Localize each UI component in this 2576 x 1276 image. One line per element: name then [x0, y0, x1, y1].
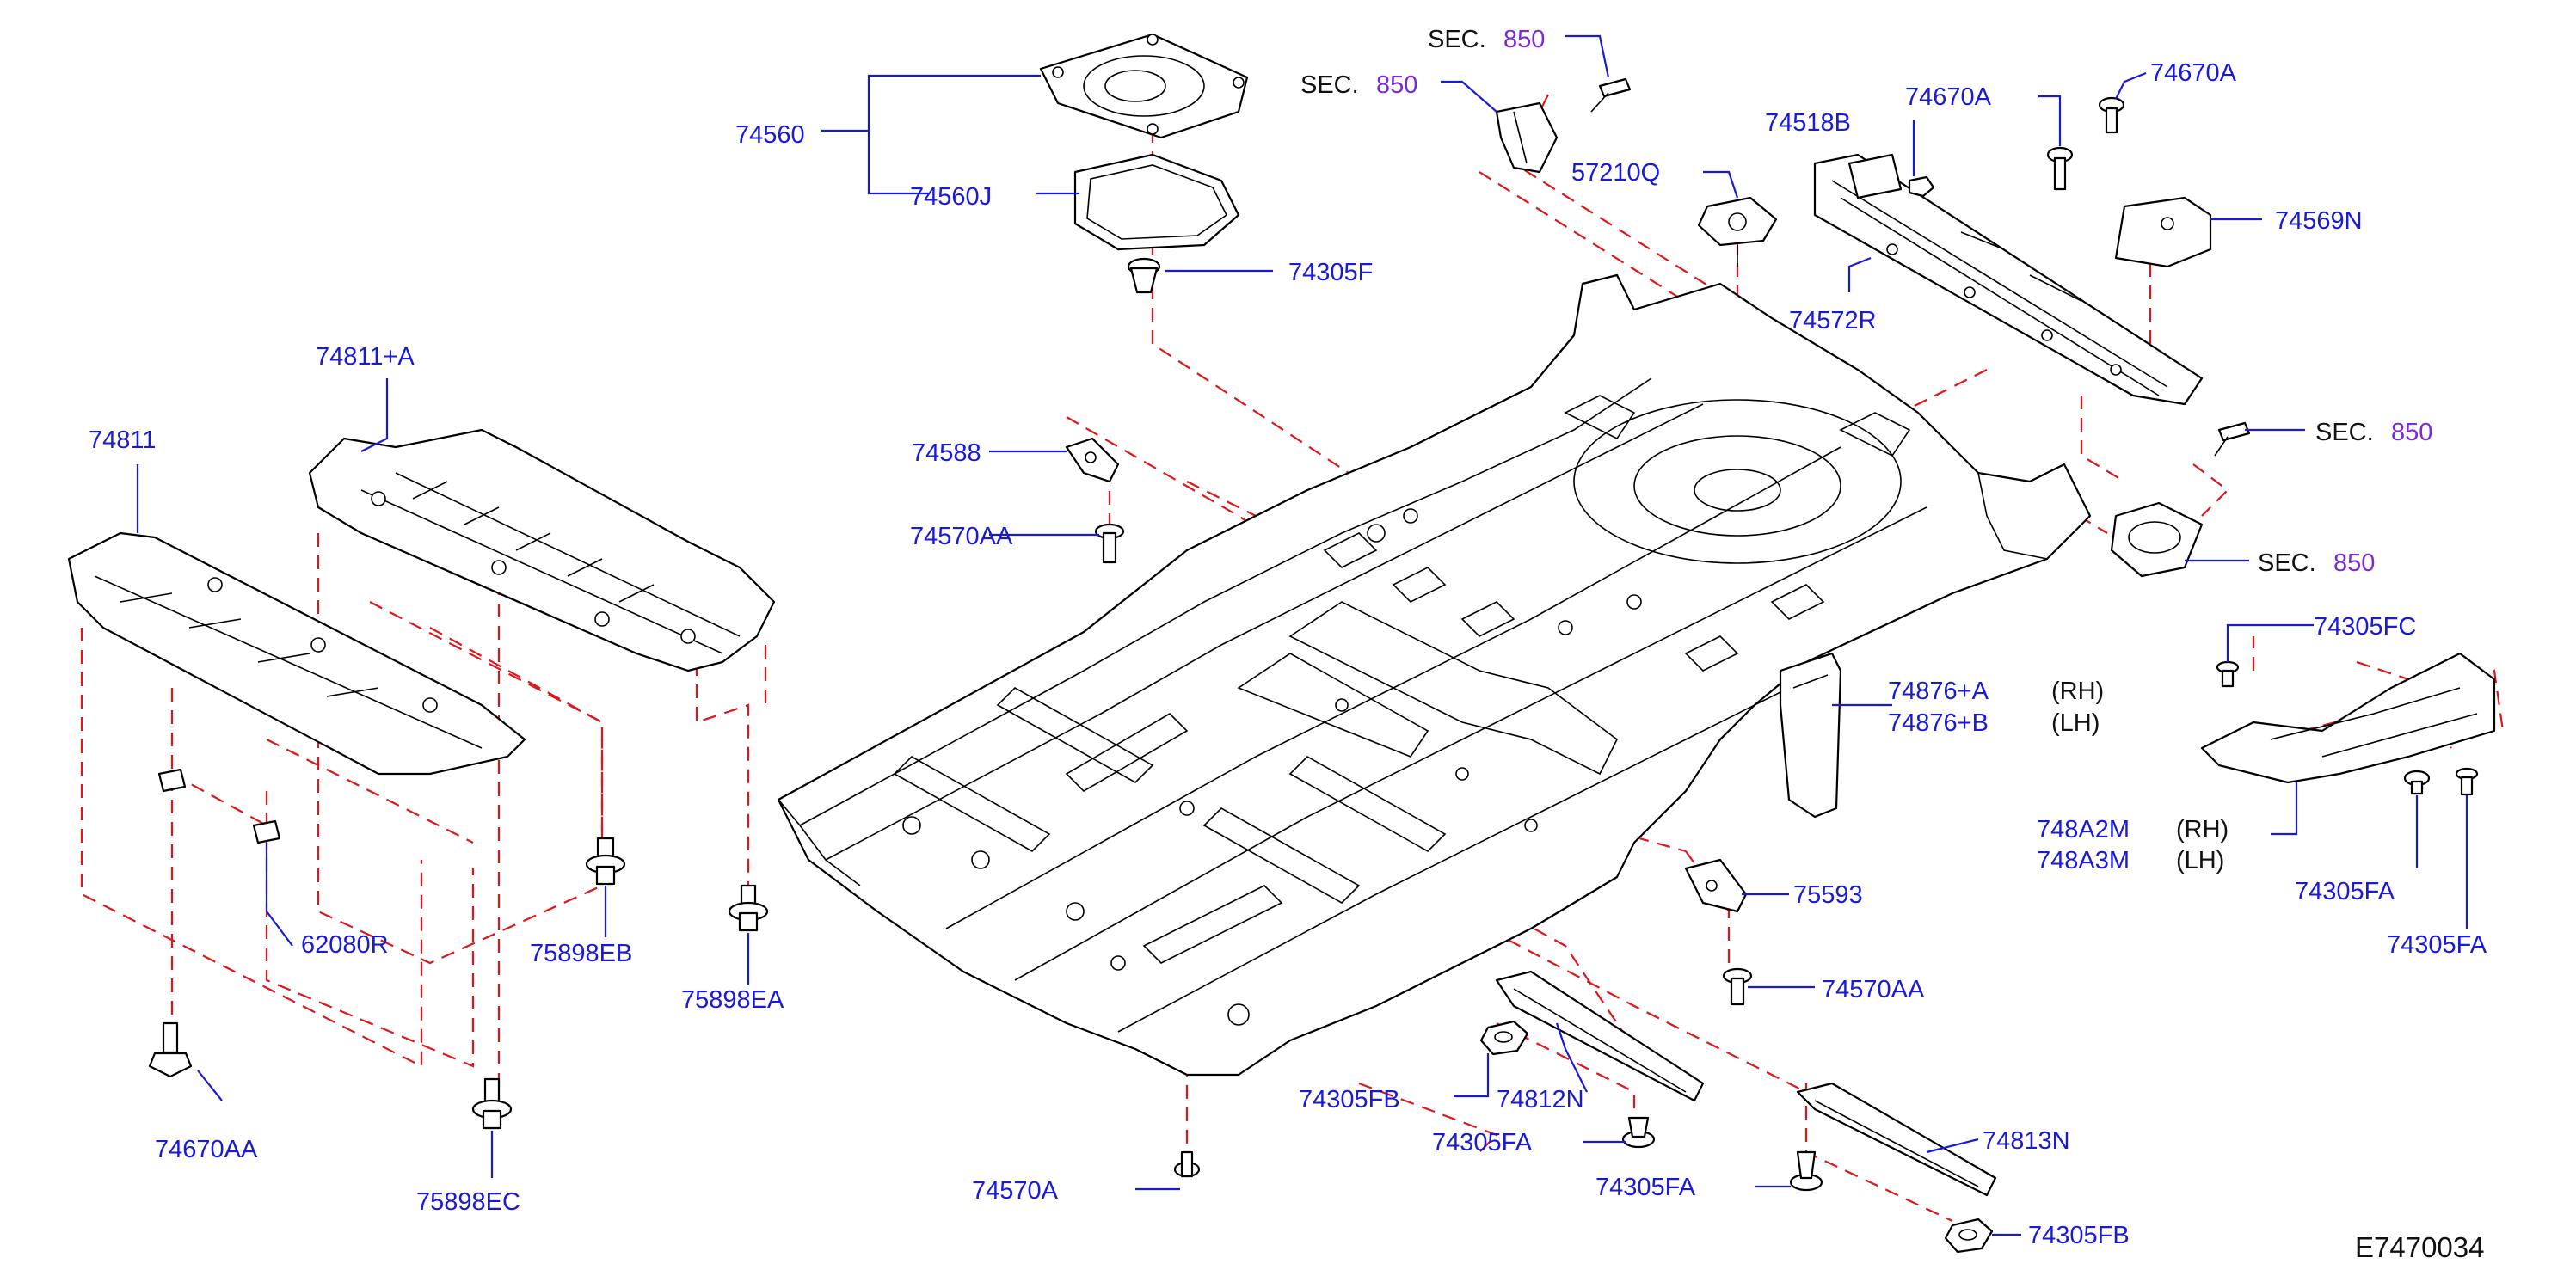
callout-74876plusB: 74876+B	[1888, 709, 1989, 737]
nut-74305FB-right	[1944, 1218, 1994, 1254]
side-insulator-74876	[1779, 652, 1842, 819]
nut-74670A-mid	[1908, 175, 1935, 198]
bolt-74670A-mid	[2046, 146, 2074, 191]
sec850-mount-right	[2110, 421, 2251, 578]
callout-74305FB-right: 74305FB	[2028, 1222, 2130, 1249]
callout-74305FA-r2: 74305FA	[2387, 931, 2487, 959]
section-ref-prefix: SEC.	[1428, 26, 1486, 53]
callout-74813N: 74813N	[1983, 1127, 2070, 1155]
section-ref-2: SEC. 850	[1300, 71, 1417, 99]
section-ref-number: 850	[1376, 71, 1417, 99]
callout-74811plusA: 74811+A	[316, 343, 415, 371]
callout-74570AA-right: 74570AA	[1822, 976, 1925, 1003]
clip-62080R-a	[157, 768, 187, 793]
section-ref-prefix: SEC.	[2258, 549, 2316, 577]
clip-74305F	[1127, 257, 1161, 294]
callout-74560J: 74560J	[910, 183, 992, 211]
bolt-74670AA	[148, 1021, 193, 1078]
section-ref-4: SEC. 850	[2258, 549, 2375, 577]
callout-75593: 75593	[1793, 881, 1863, 909]
callout-74518B: 74518B	[1765, 109, 1851, 137]
callout-74570A: 74570A	[972, 1177, 1059, 1205]
callout-74572R: 74572R	[1789, 307, 1877, 334]
callout-74670A-right: 74670A	[2150, 59, 2237, 87]
bolt-74670A-right	[2098, 96, 2125, 134]
callout-75898EA: 75898EA	[681, 986, 784, 1014]
clip-74305FA-b1	[1621, 1116, 1656, 1149]
section-ref-3: SEC. 850	[2315, 419, 2432, 446]
floor-panel	[777, 273, 2092, 1077]
clip-74305FA-r2	[2455, 767, 2479, 796]
callout-74305FA-b1: 74305FA	[1432, 1129, 1533, 1156]
callout-74812N: 74812N	[1497, 1086, 1584, 1113]
bracket-74569N	[2114, 196, 2212, 268]
clip-62080R-b	[252, 819, 281, 844]
part-number-labels: 74560 74560J 74305F 74588 74570AA 74811+…	[89, 59, 2487, 1249]
bolt-74570A	[1173, 1150, 1201, 1178]
strip-74813N	[1796, 1082, 1997, 1197]
bolt-74570AA-right	[1722, 967, 1753, 1006]
bolt-75898EB	[585, 837, 626, 886]
callout-74811: 74811	[89, 426, 157, 454]
callout-74569N: 74569N	[2275, 207, 2363, 235]
callout-74305FC: 74305FC	[2314, 613, 2416, 641]
heat-insulator-74560	[1039, 33, 1249, 139]
callout-74560: 74560	[735, 121, 805, 149]
bolt-74570AA-left	[1094, 523, 1125, 564]
clip-74305FA-b2	[1789, 1150, 1823, 1192]
side-note-rh-748A: (RH)	[2176, 816, 2229, 844]
side-note-rh-74876: (RH)	[2051, 678, 2104, 705]
callout-62080R: 62080R	[301, 931, 389, 959]
diagram-code: E7470034	[2355, 1231, 2484, 1263]
strip-74812N	[1495, 970, 1705, 1102]
callout-74305FA-r1: 74305FA	[2295, 878, 2395, 905]
side-note-lh-74876: (LH)	[2051, 709, 2100, 737]
callout-75898EC: 75898EC	[416, 1188, 520, 1216]
callout-748A2M: 748A2M	[2037, 816, 2130, 844]
section-ref-number: 850	[2391, 419, 2432, 446]
clip-74305FA-r1	[2403, 770, 2431, 795]
callout-74670AA: 74670AA	[155, 1136, 258, 1163]
callout-75898EB: 75898EB	[530, 940, 632, 967]
leader-lines	[136, 34, 2468, 1236]
callout-74305FA-b2: 74305FA	[1595, 1174, 1696, 1201]
bracket-75593	[1684, 858, 1748, 913]
callout-74588: 74588	[912, 439, 981, 467]
callout-74305F: 74305F	[1288, 259, 1373, 286]
gasket-74560J	[1073, 153, 1240, 251]
side-notes: (RH) (LH) (RH) (LH)	[2051, 678, 2229, 874]
clip-74305FC	[2216, 660, 2240, 688]
bolt-75898EA	[728, 884, 769, 932]
section-ref-1: SEC. 850	[1428, 26, 1545, 53]
callout-74670A-mid: 74670A	[1905, 83, 1992, 111]
section-references: SEC. 850 SEC. 850 SEC. 850 SEC. 850	[1300, 26, 2432, 577]
spare-tire-clamp-57210Q	[1697, 196, 1778, 267]
callout-57210Q: 57210Q	[1571, 159, 1660, 187]
side-note-lh-748A: (LH)	[2176, 847, 2224, 874]
bracket-74588	[1065, 437, 1120, 483]
undercover-74811plusA	[308, 428, 776, 672]
callout-748A3M: 748A3M	[2037, 847, 2130, 874]
sec850-bracket-top	[1495, 77, 1632, 174]
section-ref-number: 850	[1503, 26, 1545, 53]
callout-74305FB-left: 74305FB	[1299, 1086, 1400, 1113]
tunnel-cover-748A2M	[2200, 652, 2496, 784]
section-ref-number: 850	[2333, 549, 2375, 577]
callout-74570AA-left: 74570AA	[910, 523, 1013, 550]
rear-crossmember-74572R	[1813, 153, 2204, 406]
section-ref-prefix: SEC.	[2315, 419, 2374, 446]
bolt-75898EC	[471, 1077, 513, 1130]
section-ref-prefix: SEC.	[1300, 71, 1359, 99]
nut-74305FB-left	[1479, 1020, 1529, 1056]
undercover-74811	[67, 531, 526, 776]
callout-74876plusA: 74876+A	[1888, 678, 1989, 705]
